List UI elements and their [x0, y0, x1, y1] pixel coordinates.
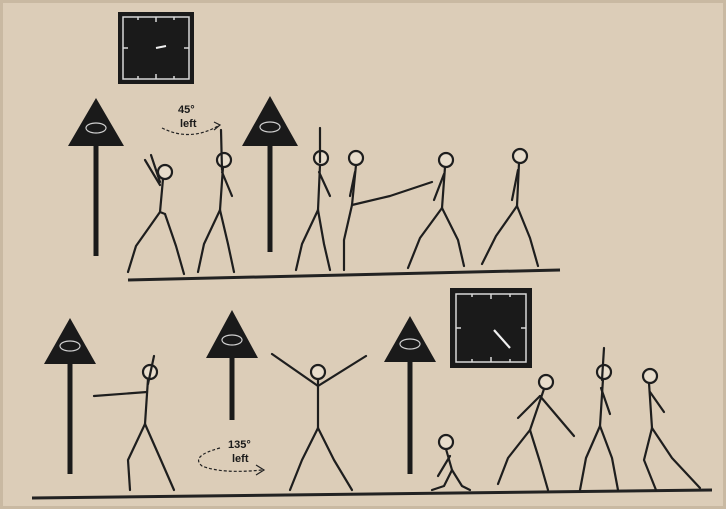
bottom-clock	[450, 288, 532, 368]
top-rotation-degrees: 45°	[178, 104, 195, 116]
bottom-rotation-direction: left	[232, 453, 249, 465]
top-clock	[118, 12, 194, 84]
bottom-rotation-degrees: 135°	[228, 439, 251, 451]
top-rotation-direction: left	[180, 118, 197, 130]
